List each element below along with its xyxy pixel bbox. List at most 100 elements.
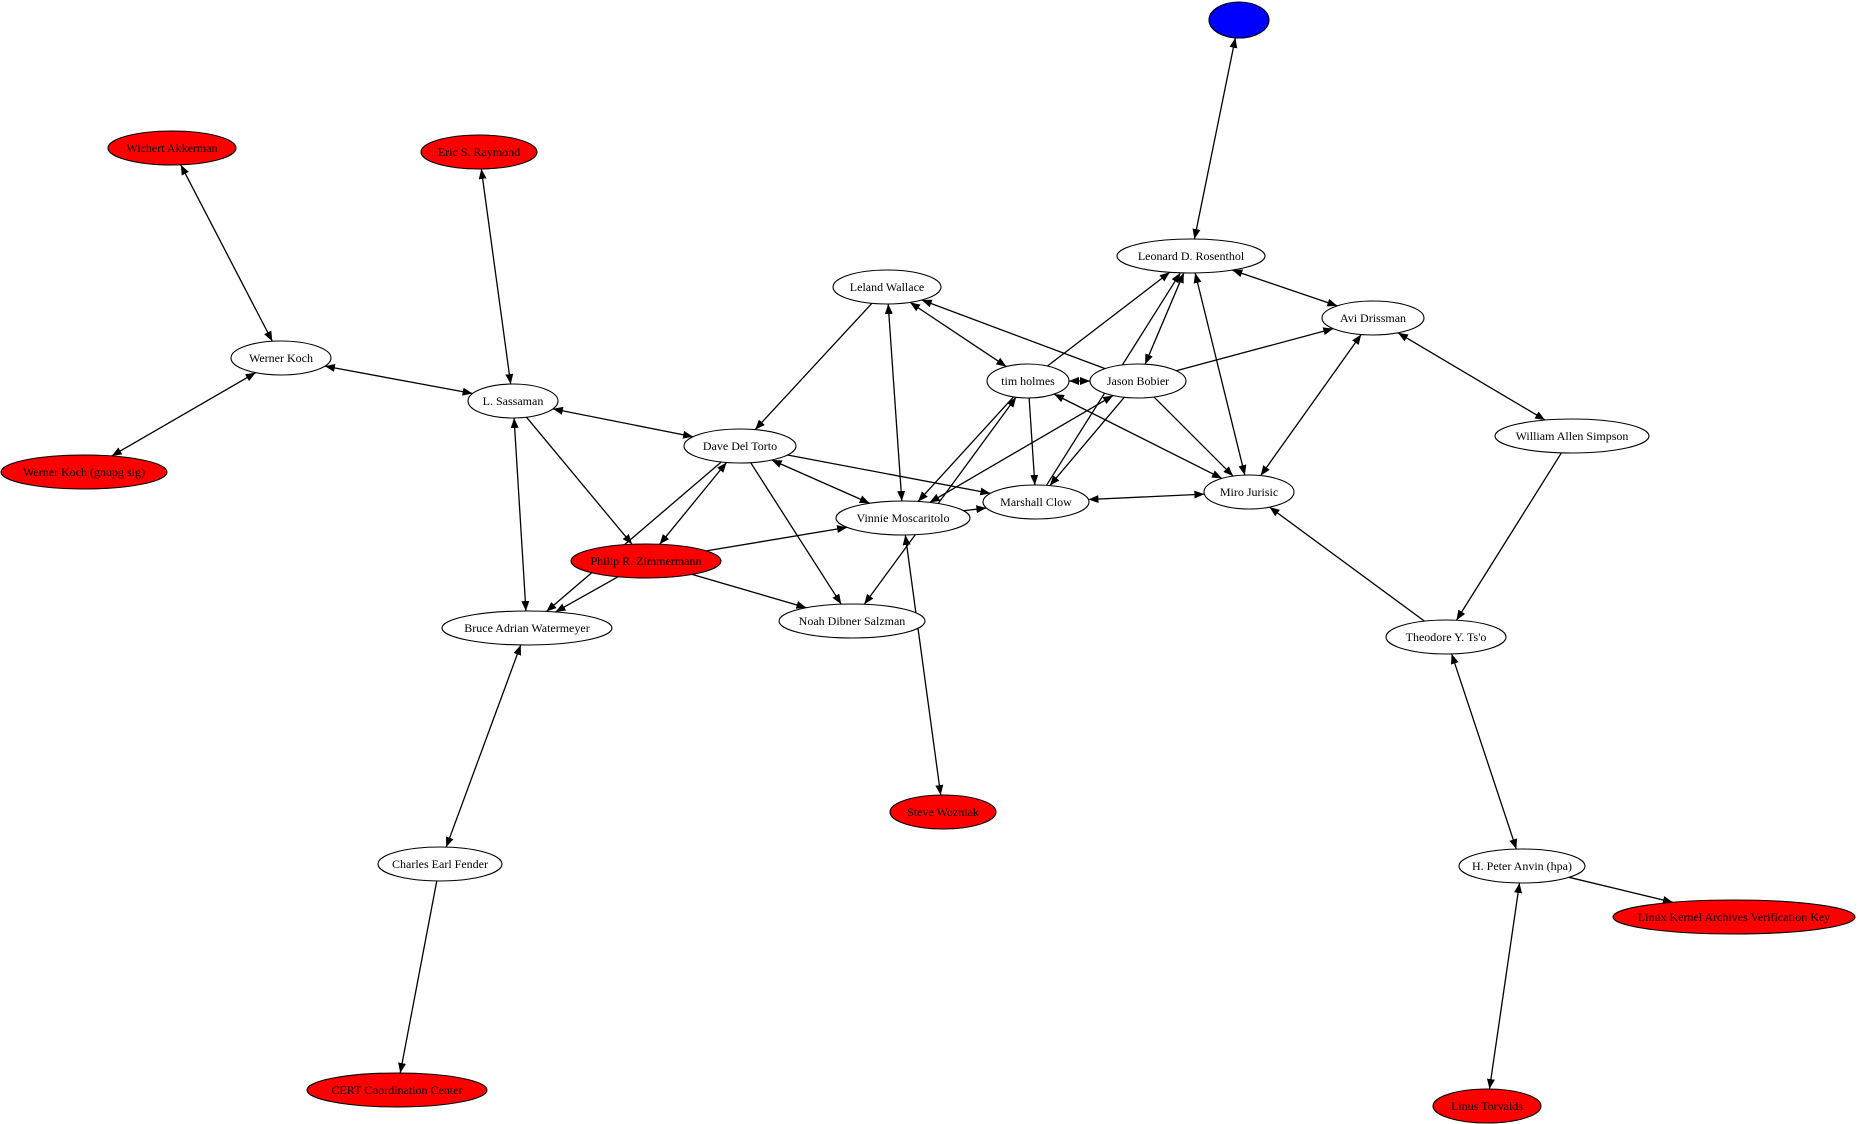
- node-noah[interactable]: Noah Dibner Salzman: [778, 603, 926, 639]
- node-jason[interactable]: Jason Bobier: [1089, 363, 1187, 399]
- edge-vinnie-steve: [902, 534, 944, 796]
- node-label: Noah Dibner Salzman: [799, 614, 906, 628]
- node-wichert[interactable]: Wichert Akkerman: [107, 130, 237, 166]
- node-shape: [1458, 848, 1586, 884]
- node-label: Bruce Adrian Watermeyer: [464, 621, 589, 635]
- node-label: Linus Torvalds: [1451, 1099, 1523, 1113]
- node-shape: [1494, 418, 1650, 454]
- node-label: Wichert Akkerman: [126, 141, 217, 155]
- node-shape: [377, 846, 503, 882]
- node-label: Dave Del Torto: [703, 439, 777, 453]
- node-label: Leonard D. Rosenthol: [1138, 249, 1245, 263]
- edge-leland-vinnie: [884, 303, 906, 502]
- edge-dave-noah: [750, 462, 842, 605]
- edge-theodore-miro: [1269, 506, 1425, 622]
- edge-hpa-linuxkey: [1568, 876, 1674, 904]
- edge-avi-miro: [1260, 334, 1362, 476]
- node-charles[interactable]: Charles Earl Fender: [377, 846, 503, 882]
- node-shape: [1203, 474, 1295, 510]
- node-shape: [1089, 363, 1187, 399]
- node-cert[interactable]: CERT Coordination Center: [306, 1072, 488, 1108]
- node-shape: [1208, 1, 1270, 39]
- edge-jason-miro: [1153, 396, 1234, 477]
- node-shape: [889, 794, 997, 830]
- node-philip[interactable]: Philip R. Zimmermann: [570, 543, 722, 579]
- edge-philip-noah: [691, 573, 807, 609]
- node-leonard[interactable]: Leonard D. Rosenthol: [1116, 238, 1266, 274]
- node-shape: [778, 603, 926, 639]
- node-shape: [467, 383, 559, 419]
- node-label: Jason Bobier: [1107, 374, 1169, 388]
- edge-eric-sassaman: [478, 168, 514, 385]
- edge-sassaman-philip: [525, 416, 633, 545]
- node-shape: [441, 610, 613, 646]
- node-shape: [420, 134, 538, 170]
- node-eric[interactable]: Eric S. Raymond: [420, 134, 538, 170]
- edge-tim-miro: [1053, 393, 1223, 479]
- edge-leland-dave: [754, 302, 873, 431]
- node-miro[interactable]: Miro Jurisic: [1203, 474, 1295, 510]
- edge-bruce-charles: [445, 644, 522, 848]
- edge-dave-bruce: [545, 461, 722, 612]
- edge-leonard-avi: [1232, 269, 1338, 307]
- node-leland[interactable]: Leland Wallace: [832, 269, 942, 305]
- node-bruce[interactable]: Bruce Adrian Watermeyer: [441, 610, 613, 646]
- node-dave[interactable]: Dave Del Torto: [683, 428, 797, 464]
- node-shape: [1385, 619, 1507, 655]
- edge-jason-leland: [921, 299, 1106, 370]
- edge-werner-wernersig: [111, 372, 256, 457]
- node-shape: [1612, 899, 1856, 935]
- node-shape: [683, 428, 797, 464]
- node-label: H. Peter Anvin (hpa): [1472, 859, 1572, 873]
- edge-marshall-miro: [1088, 490, 1205, 504]
- edge-dave-philip: [659, 462, 728, 545]
- node-label: Werner Koch: [249, 351, 313, 365]
- node-theodore[interactable]: Theodore Y. Ts'o: [1385, 619, 1507, 655]
- node-marshall[interactable]: Marshall Clow: [982, 484, 1090, 520]
- node-shape: [230, 340, 332, 376]
- node-label: Marshall Clow: [1000, 495, 1072, 509]
- edge-sassaman-dave: [552, 406, 694, 439]
- edge-dave-vinnie: [771, 459, 870, 504]
- edge-wichert-werner: [180, 164, 273, 342]
- edge-leonard-jason: [1144, 272, 1185, 365]
- node-label: Theodore Y. Ts'o: [1406, 630, 1487, 644]
- edge-leonard-miro: [1193, 272, 1247, 476]
- edge-tim-vinnie: [917, 396, 1014, 502]
- node-shape: [570, 543, 722, 579]
- node-steve[interactable]: Steve Wozniak: [889, 794, 997, 830]
- node-blue_top[interactable]: [1208, 1, 1270, 39]
- node-shape: [835, 500, 971, 536]
- node-shape: [306, 1072, 488, 1108]
- node-label: Miro Jurisic: [1220, 485, 1278, 499]
- node-linus[interactable]: Linus Torvalds: [1432, 1088, 1542, 1124]
- node-label: Vinnie Moscaritolo: [857, 511, 950, 525]
- node-tim[interactable]: tim holmes: [986, 363, 1070, 399]
- node-shape: [1321, 300, 1425, 336]
- edge-william-theodore: [1455, 452, 1562, 621]
- node-avi[interactable]: Avi Drissman: [1321, 300, 1425, 336]
- node-label: Steve Wozniak: [907, 805, 979, 819]
- node-hpa[interactable]: H. Peter Anvin (hpa): [1458, 848, 1586, 884]
- node-label: Avi Drissman: [1340, 311, 1406, 325]
- node-vinnie[interactable]: Vinnie Moscaritolo: [835, 500, 971, 536]
- node-label: William Allen Simpson: [1516, 429, 1629, 443]
- node-label: L. Sassaman: [483, 394, 544, 408]
- node-label: tim holmes: [1001, 374, 1055, 388]
- node-william[interactable]: William Allen Simpson: [1494, 418, 1650, 454]
- node-werner[interactable]: Werner Koch: [230, 340, 332, 376]
- edge-charles-cert: [398, 880, 438, 1074]
- edge-jason-marshall: [1049, 396, 1125, 487]
- node-shape: [982, 484, 1090, 520]
- node-label: Charles Earl Fender: [392, 857, 488, 871]
- node-label: CERT Coordination Center: [331, 1083, 462, 1097]
- edge-leland-tim: [909, 301, 1007, 368]
- edge-linus-hpa: [1486, 882, 1523, 1090]
- node-wernersig[interactable]: Werner Koch (gnupg sig): [0, 454, 168, 490]
- edge-vinnie-marshall: [963, 505, 987, 514]
- edge-werner-sassaman: [324, 364, 473, 396]
- node-linuxkey[interactable]: Linux Kernel Archives Verification Key: [1612, 899, 1856, 935]
- node-sassaman[interactable]: L. Sassaman: [467, 383, 559, 419]
- node-shape: [986, 363, 1070, 399]
